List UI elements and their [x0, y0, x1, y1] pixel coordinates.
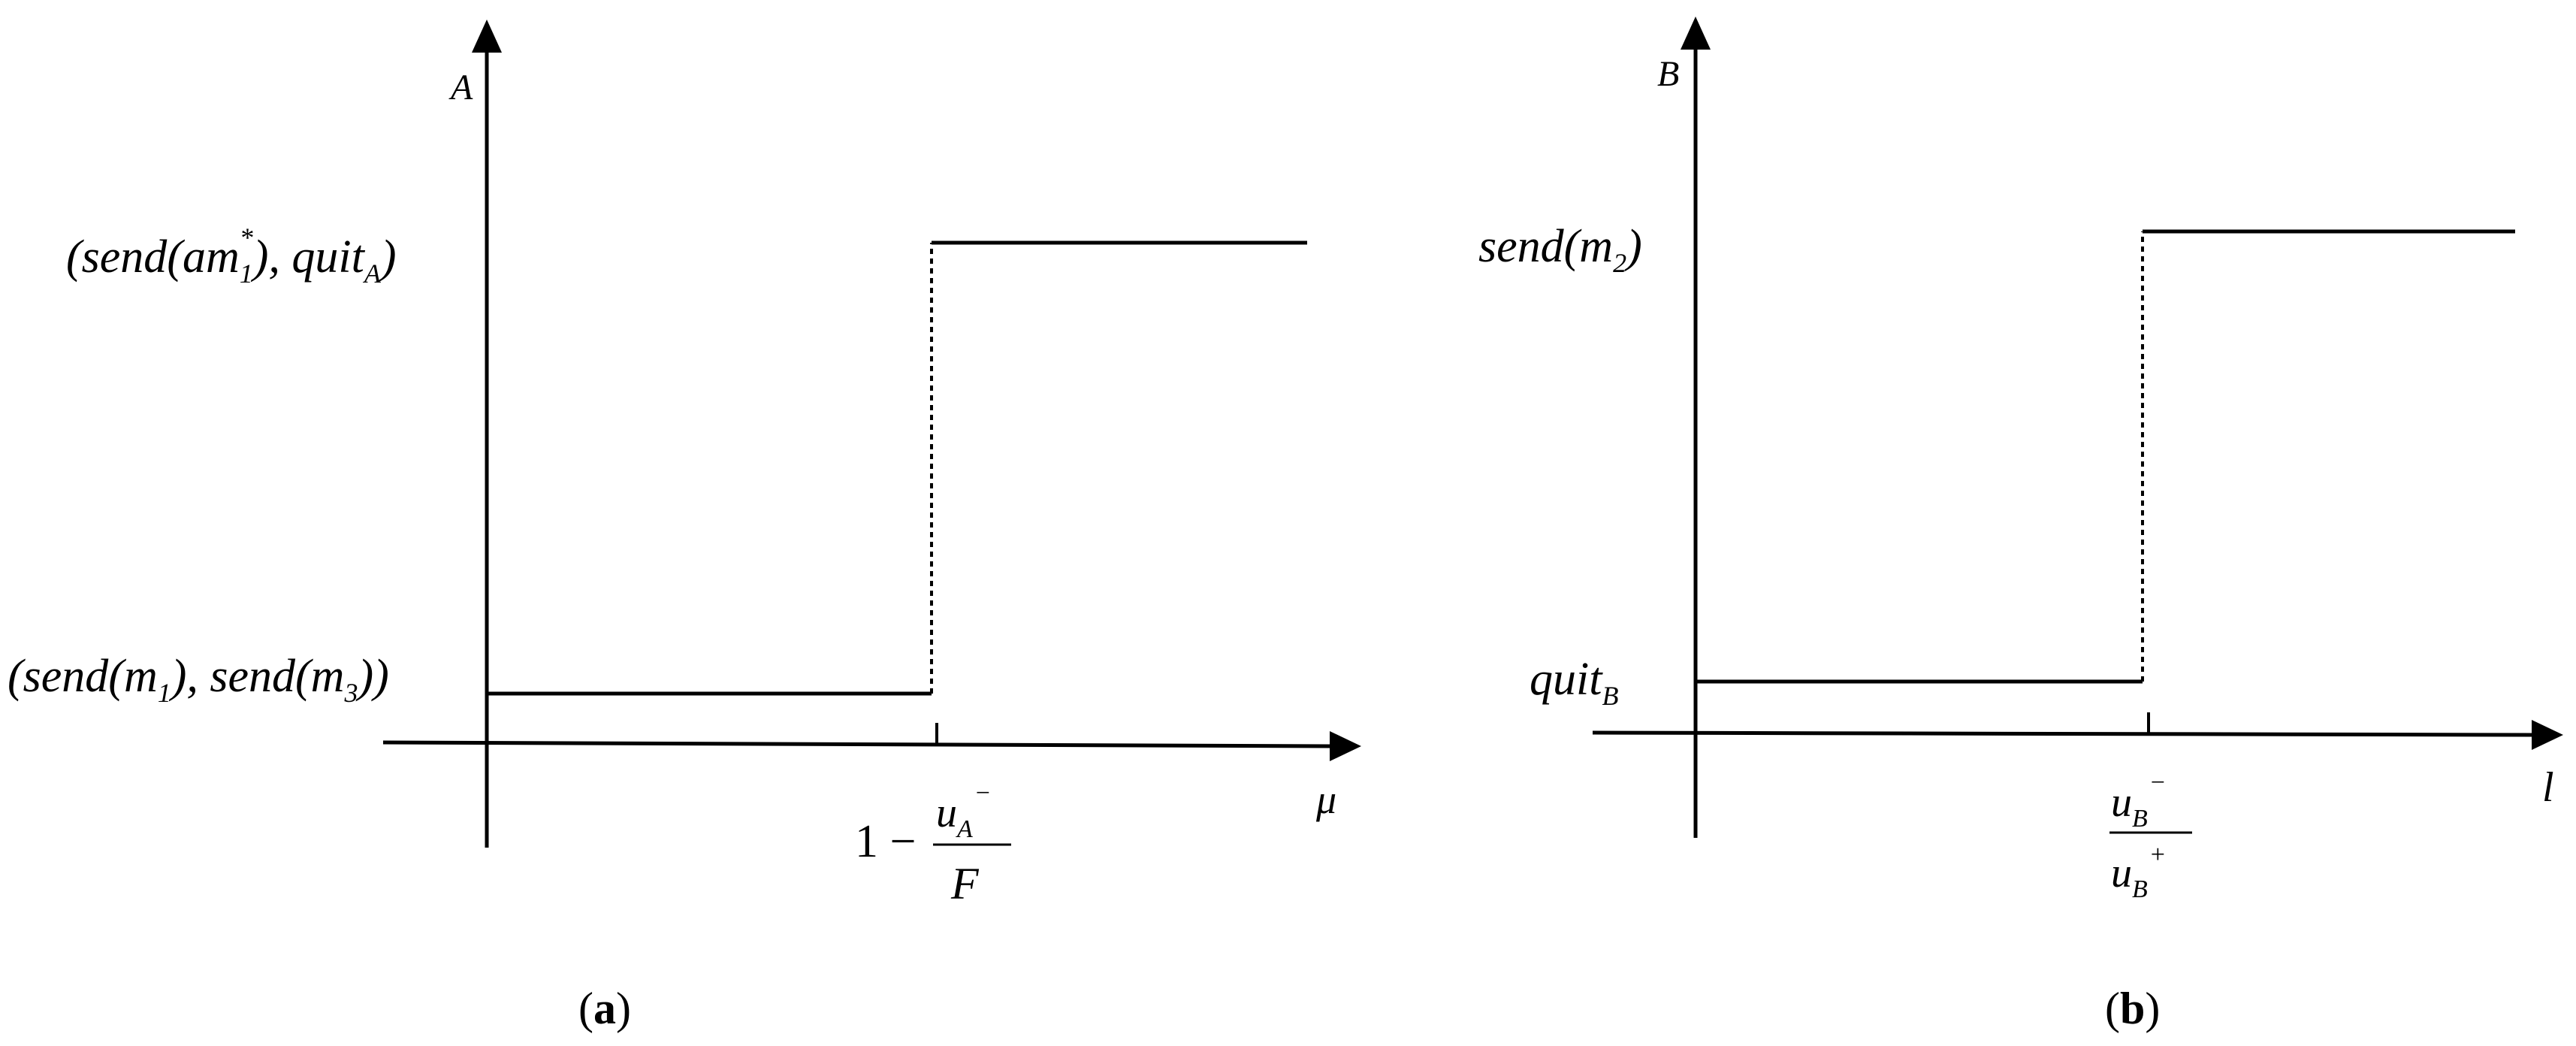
- panel-b: B l send(m2) quitB uB− uB+ (b): [1478, 17, 2563, 1033]
- panel-a-x-axis: [382, 740, 1330, 748]
- panel-a-x-arrowhead: [1330, 731, 1361, 761]
- panel-b-threshold-numerator: uB−: [2111, 769, 2165, 833]
- panel-a-threshold-prefix: 1 −: [855, 816, 916, 867]
- panel-b-threshold-label: uB− uB+: [2109, 769, 2192, 903]
- panel-b-x-label: l: [2542, 764, 2554, 811]
- panel-a: A μ (send(am1*), quitA) (send(m1), send(…: [8, 20, 1361, 1033]
- panel-a-y-label: A: [448, 68, 473, 107]
- panel-a-threshold-label: 1 − uA− F: [855, 779, 1011, 908]
- panel-b-high-label: send(m2): [1478, 221, 1642, 278]
- panel-b-y-arrowhead: [1681, 17, 1711, 50]
- panel-a-threshold-numerator: uA−: [936, 779, 990, 843]
- panel-a-low-label: (send(m1), send(m3)): [8, 651, 389, 708]
- panel-b-x-axis: [1592, 730, 2532, 737]
- panel-b-caption: (b): [2105, 984, 2160, 1033]
- panel-a-threshold-denominator: F: [950, 859, 980, 908]
- panel-a-caption: (a): [578, 984, 631, 1033]
- panel-a-high-label: (send(am1*), quitA): [66, 222, 396, 289]
- panel-b-threshold-denominator: uB+: [2111, 841, 2165, 903]
- panel-b-y-label: B: [1657, 54, 1679, 94]
- panel-b-low-label: quitB: [1530, 654, 1618, 711]
- panel-a-x-label: μ: [1315, 777, 1336, 822]
- panel-a-y-arrowhead: [472, 20, 502, 53]
- panel-b-x-arrowhead: [2532, 720, 2563, 750]
